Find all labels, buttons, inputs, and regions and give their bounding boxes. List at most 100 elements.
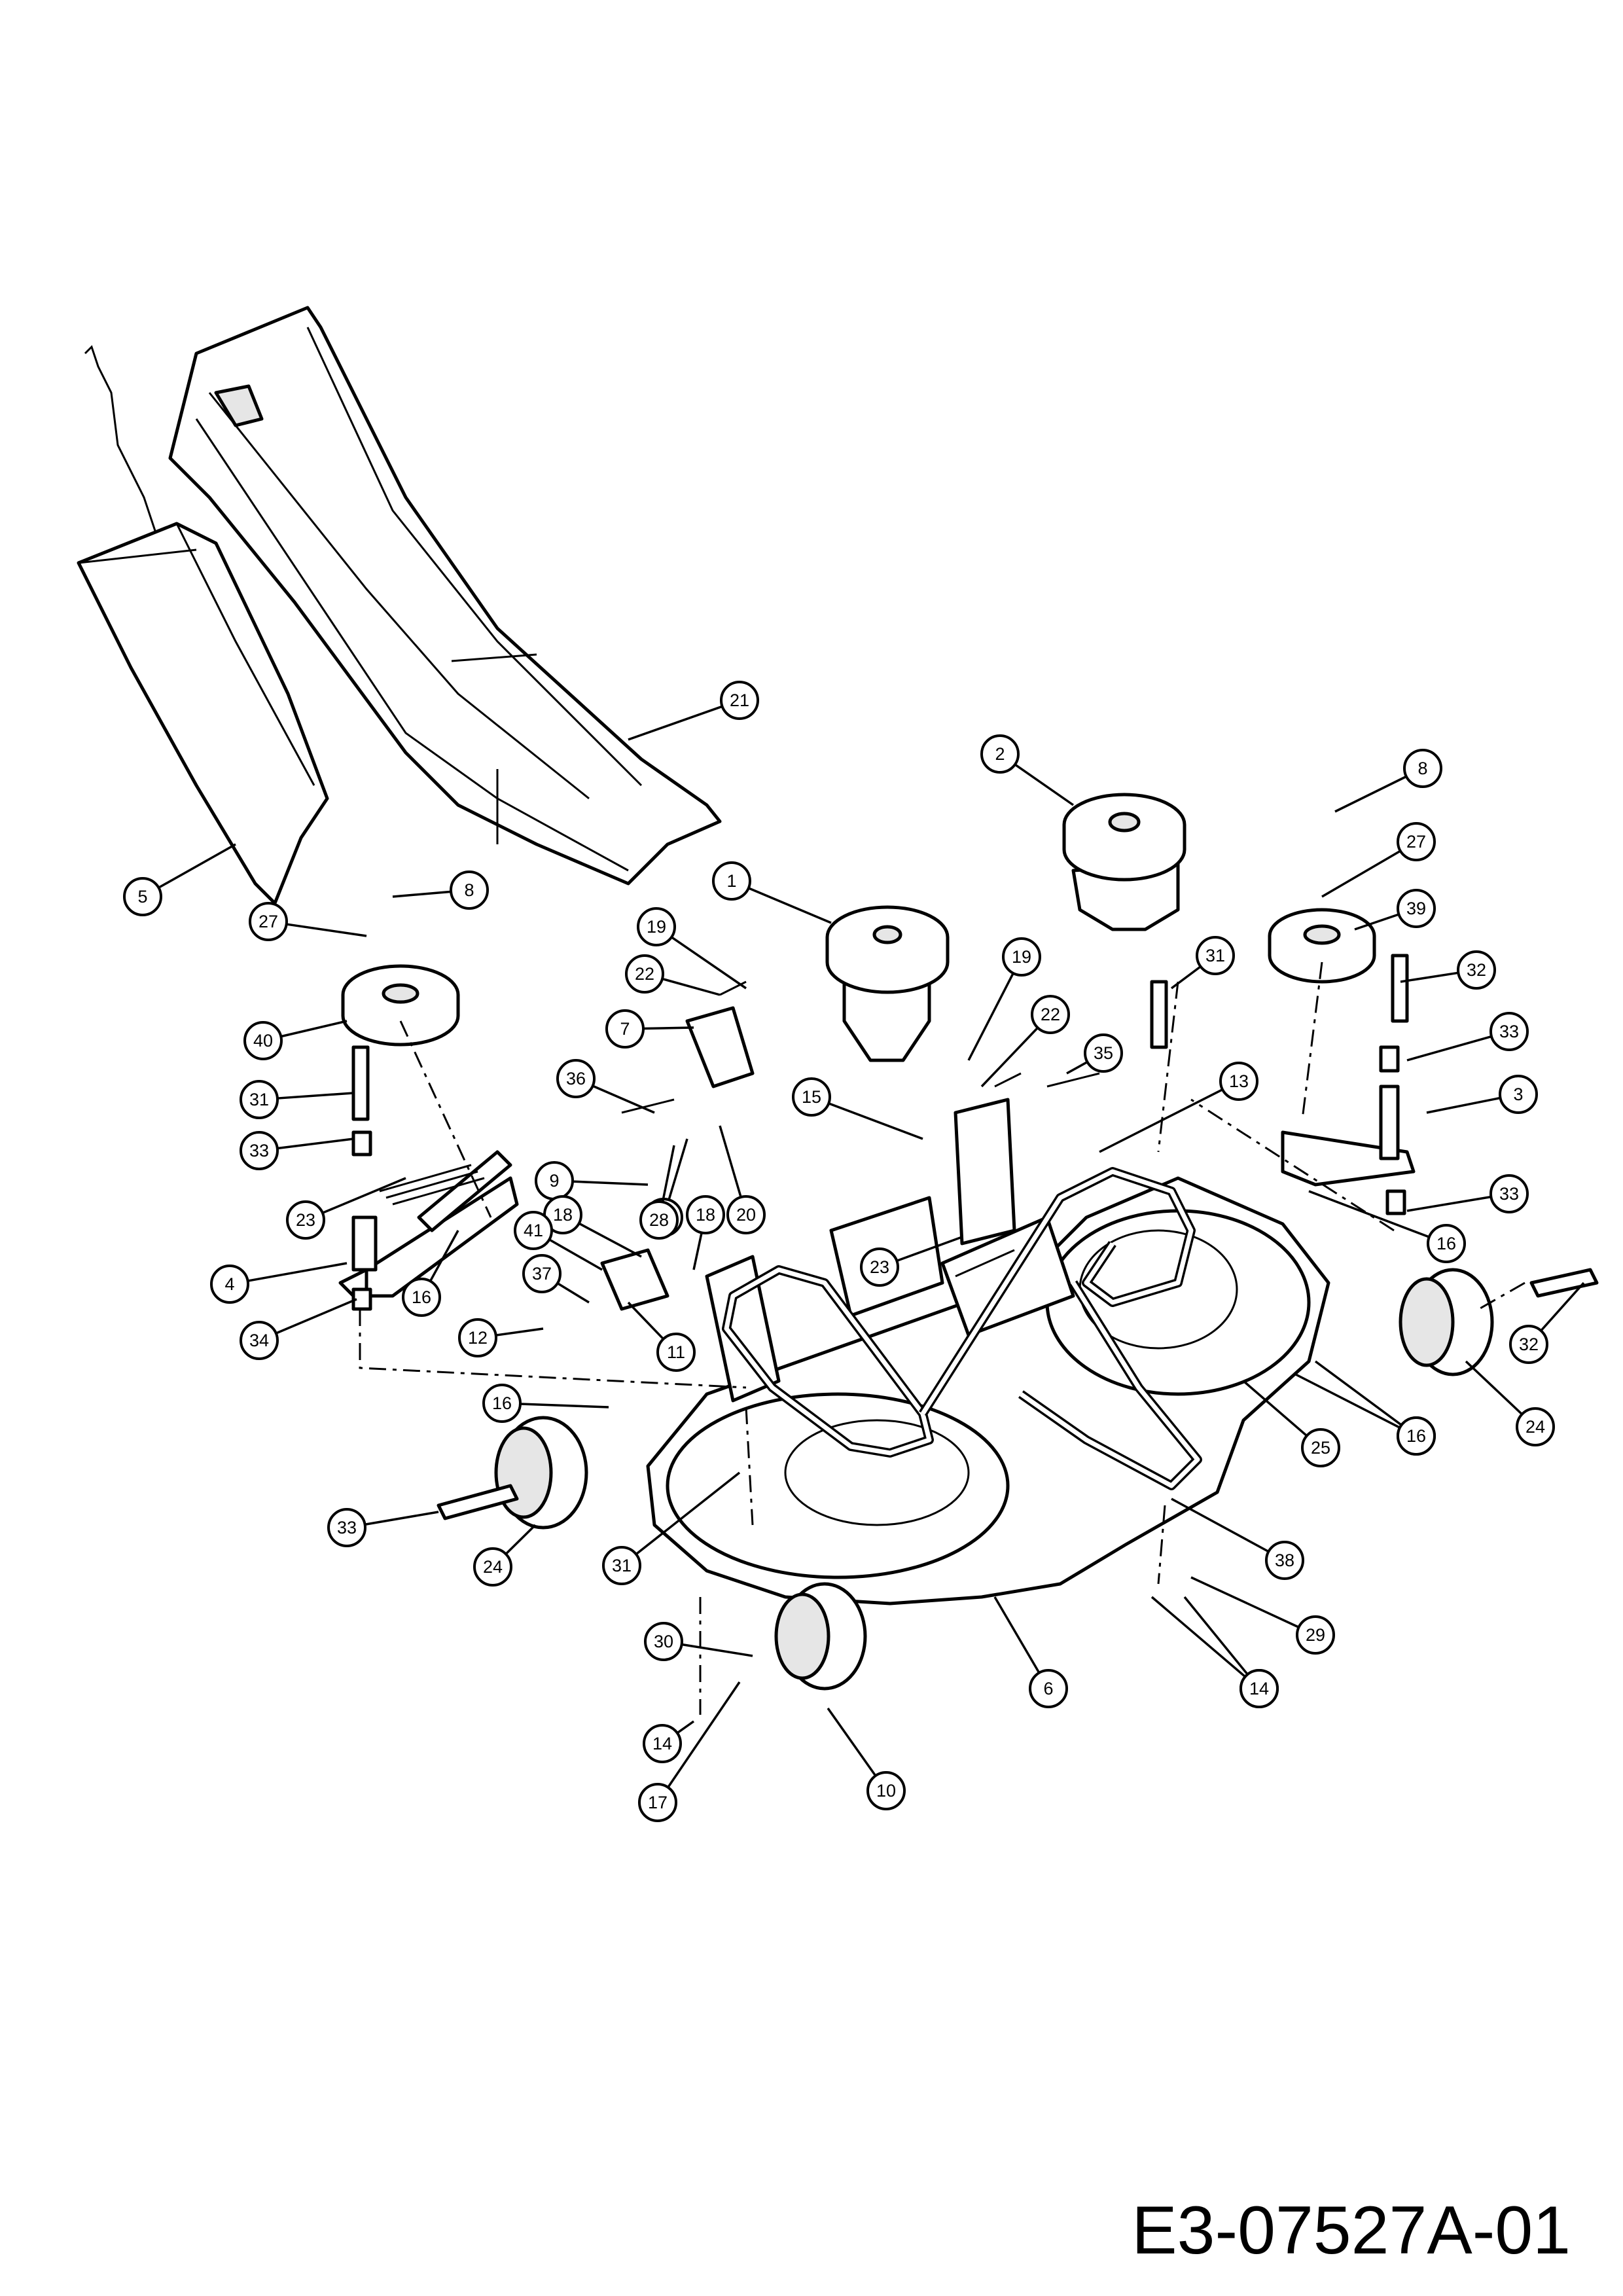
callout-circle [240,1131,279,1170]
callout-circle [1489,1012,1529,1051]
callout-label: 41 [524,1221,543,1240]
callout-leader [667,1681,741,1788]
bracket [954,1098,1016,1246]
callout-leader [505,1524,537,1555]
callout-leader [668,1138,688,1200]
callout-label: 25 [1311,1438,1330,1458]
callout-11: 11 [627,1301,696,1372]
callout-circle [602,1546,641,1585]
callout-33: 33 [327,1508,439,1547]
deck-belt [722,1167,1202,1490]
callout-40: 40 [243,1020,348,1060]
callout-22: 22 [980,995,1070,1088]
callout-circle [1029,1669,1068,1708]
callout-27: 27 [249,902,367,941]
callout-leader [495,1327,544,1336]
callout-label: 30 [654,1632,673,1651]
callout-leader [1066,1061,1088,1075]
callout-leader [1183,1596,1249,1676]
gauge-wheel [494,1416,588,1530]
callout-circle [286,1200,325,1240]
callout-31: 31 [1170,936,1235,990]
callout-circle [656,1333,696,1372]
callout-circle [792,1077,831,1117]
callout-31: 31 [602,1471,741,1585]
callout-leader [681,1643,753,1657]
callout-leader [277,1138,354,1150]
spindle-assembly [825,905,950,1062]
callout-label: 40 [253,1031,273,1050]
callout-circle [1301,1428,1340,1467]
callout-circle [1397,1416,1436,1456]
callout-14: 14 [643,1720,695,1763]
callout-circle [1516,1407,1555,1446]
callout-leader [719,1125,742,1198]
callout-circle [473,1547,512,1587]
callout-24: 24 [473,1524,537,1587]
callout-circle [123,877,162,916]
callout-label: 38 [1275,1551,1294,1570]
axle-bolt [1529,1268,1599,1298]
assembly-line [1157,1505,1166,1585]
callout-circle [1265,1541,1304,1580]
callout-leader [827,1707,877,1777]
callout-leader [1314,1360,1402,1426]
callout-24: 24 [1465,1360,1555,1446]
callout-leader [671,936,747,990]
spindle-assembly [1062,793,1186,931]
callout-circle [980,734,1020,774]
callout-layer: 1234567889101112131414141516161616161718… [123,681,1585,1822]
callout-leader [280,1020,348,1038]
callout-leader [1406,1035,1492,1062]
callout-16: 16 [482,1384,609,1423]
callout-leader [1334,775,1407,813]
callout-leader [661,1145,675,1202]
callout-label: 8 [1418,759,1427,778]
callout-label: 35 [1094,1043,1113,1063]
assembly-line [399,1020,492,1218]
callout-leader [548,1238,603,1271]
callout-leader [980,1027,1039,1088]
callout-label: 29 [1306,1625,1325,1645]
callout-label: 22 [1041,1005,1060,1024]
callout-circle [1084,1033,1123,1073]
bracket [685,1006,755,1088]
callout-leader [1170,965,1202,990]
callout-circle [605,1009,645,1049]
callout-circle [1240,1669,1279,1708]
callout-circle [1196,936,1235,975]
deflector-shield [77,345,329,905]
callout-33: 33 [1406,1012,1529,1062]
idler-arm [338,1045,519,1311]
callout-3: 3 [1426,1075,1538,1114]
assembly-line [1190,1098,1395,1232]
callout-label: 37 [532,1264,552,1283]
callout-29: 29 [1190,1576,1335,1655]
assembly-line [1301,961,1323,1120]
callout-circle [210,1265,249,1304]
callout-17: 17 [638,1681,741,1822]
callout-leader [662,977,721,996]
callout-leader [365,1511,439,1526]
callout-label: 7 [620,1019,630,1039]
callout-leader [158,843,236,889]
callout-25: 25 [1242,1380,1340,1467]
callout-leader [692,1232,703,1270]
assembly-line [1478,1282,1525,1310]
mower-deck [646,1176,1330,1605]
callout-label: 14 [652,1734,672,1753]
callout-leader [1150,1596,1246,1678]
callout-label: 12 [468,1328,488,1348]
callout-circle [450,870,489,910]
callout-circle [726,1195,766,1234]
callout-leader [1171,1498,1270,1553]
callout-circle [638,1783,677,1822]
idler-arm [1150,954,1416,1215]
callout-leader [1540,1282,1585,1332]
callout-16: 16 [402,1230,459,1317]
callout-label: 33 [249,1141,269,1160]
callout-circle [625,954,664,994]
callout-label: 4 [224,1274,234,1294]
callout-leader [572,1180,649,1186]
callout-label: 13 [1229,1071,1249,1091]
